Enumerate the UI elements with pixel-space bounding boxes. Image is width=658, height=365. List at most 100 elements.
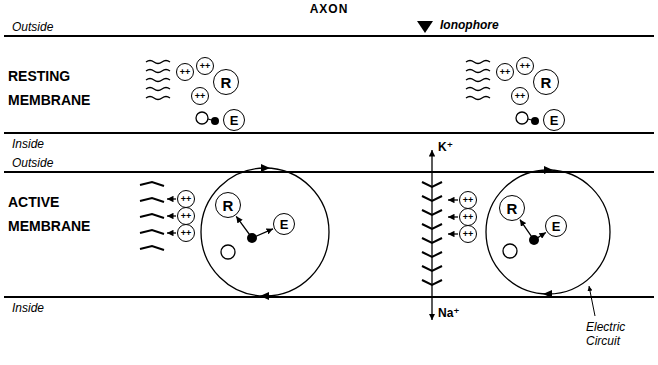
charge-circle: ++	[177, 190, 195, 208]
channel-squiggle	[146, 61, 170, 64]
ion-arrow	[448, 199, 458, 200]
channel-squiggle	[466, 88, 490, 91]
channel-chevron	[422, 280, 442, 285]
receptor-circle: R	[213, 69, 239, 95]
region-label: Outside	[12, 156, 53, 170]
charge-sign: ++	[180, 68, 191, 77]
filled-particle	[531, 117, 539, 125]
channel-squiggle	[466, 70, 490, 73]
current-arrow	[261, 164, 270, 172]
channel-chevron	[422, 196, 442, 201]
charge-sign: ++	[200, 62, 211, 71]
ion-arrow	[167, 215, 176, 216]
ionophore-arrow	[417, 21, 433, 33]
charge-sign: ++	[520, 62, 531, 71]
ion-arrow	[167, 232, 176, 233]
molecule-letter: R	[507, 201, 518, 216]
enzyme-circle: E	[223, 109, 245, 131]
molecule-letter: R	[221, 75, 232, 90]
circuit-label: Electric Circuit	[586, 320, 648, 349]
charge-circle: ++	[177, 224, 195, 242]
binding-link	[520, 220, 546, 240]
molecule-letter: R	[541, 75, 552, 90]
filled-particle	[211, 117, 219, 125]
open-channel	[140, 214, 164, 218]
membrane-state: RESTING MEMBRANE	[8, 64, 108, 112]
open-channel	[140, 246, 164, 250]
channel-squiggle	[146, 79, 170, 82]
ionophore-label: Ionophore	[440, 18, 499, 32]
channel-chevron	[422, 238, 442, 243]
enzyme-circle: E	[545, 215, 567, 237]
open-particle	[516, 112, 528, 124]
ion-arrow	[448, 216, 458, 217]
open-channel	[140, 230, 164, 234]
open-channel	[140, 182, 164, 186]
ion-label: K⁺	[438, 140, 453, 154]
electric-circuit	[486, 170, 610, 294]
channel-squiggle	[466, 97, 490, 100]
charge-circle: ++	[516, 57, 534, 75]
channel-chevron	[422, 210, 442, 215]
channel-chevron	[422, 252, 442, 257]
charge-circle: ++	[459, 191, 477, 209]
leader-line	[589, 286, 595, 316]
molecule-letter: E	[280, 218, 289, 231]
channel-squiggle	[466, 61, 490, 64]
receptor-circle: R	[533, 69, 559, 95]
channel-squiggle	[146, 88, 170, 91]
molecule-letter: R	[223, 198, 234, 213]
receptor-circle: R	[215, 192, 241, 218]
charge-sign: ++	[463, 213, 474, 222]
charge-circle: ++	[459, 225, 477, 243]
channel-chevron	[422, 266, 442, 271]
membrane-line	[4, 132, 654, 134]
current-arrow	[260, 292, 269, 300]
charge-sign: ++	[515, 92, 526, 101]
ion-arrow	[448, 233, 458, 234]
channel-squiggle	[146, 70, 170, 73]
charge-circle: ++	[459, 208, 477, 226]
receptor-circle: R	[499, 195, 525, 221]
channel-chevron	[422, 182, 442, 187]
open-particle	[221, 245, 235, 259]
charge-circle: ++	[176, 63, 194, 81]
open-channel	[140, 198, 164, 202]
membrane-line	[4, 35, 654, 37]
region-label: Inside	[12, 301, 44, 315]
molecule-letter: E	[230, 114, 239, 127]
charge-sign: ++	[195, 92, 206, 101]
ion-arrow	[167, 198, 176, 199]
charge-circle: ++	[177, 207, 195, 225]
charge-circle: ++	[191, 87, 209, 105]
charge-sign: ++	[463, 230, 474, 239]
membrane-line	[4, 296, 654, 298]
charge-sign: ++	[181, 212, 192, 221]
charge-sign: ++	[181, 229, 192, 238]
electric-circuit	[201, 168, 329, 296]
binding-link	[236, 216, 273, 238]
molecule-letter: E	[550, 114, 559, 127]
channel-squiggle	[466, 79, 490, 82]
open-particle	[196, 112, 208, 124]
diagram-title: AXON	[0, 2, 658, 16]
molecule-letter: E	[552, 220, 561, 233]
region-label: Outside	[12, 20, 53, 34]
open-particle	[503, 244, 517, 258]
charge-sign: ++	[463, 196, 474, 205]
channel-chevron	[422, 224, 442, 229]
channel-squiggle	[146, 97, 170, 100]
enzyme-circle: E	[543, 109, 565, 131]
ionophore-channel	[431, 150, 432, 320]
charge-sign: ++	[181, 195, 192, 204]
enzyme-circle: E	[273, 213, 295, 235]
charge-circle: ++	[196, 57, 214, 75]
membrane-line	[4, 171, 654, 173]
charge-sign: ++	[500, 68, 511, 77]
charge-circle: ++	[496, 63, 514, 81]
current-arrow	[544, 166, 553, 174]
region-label: Inside	[12, 137, 44, 151]
